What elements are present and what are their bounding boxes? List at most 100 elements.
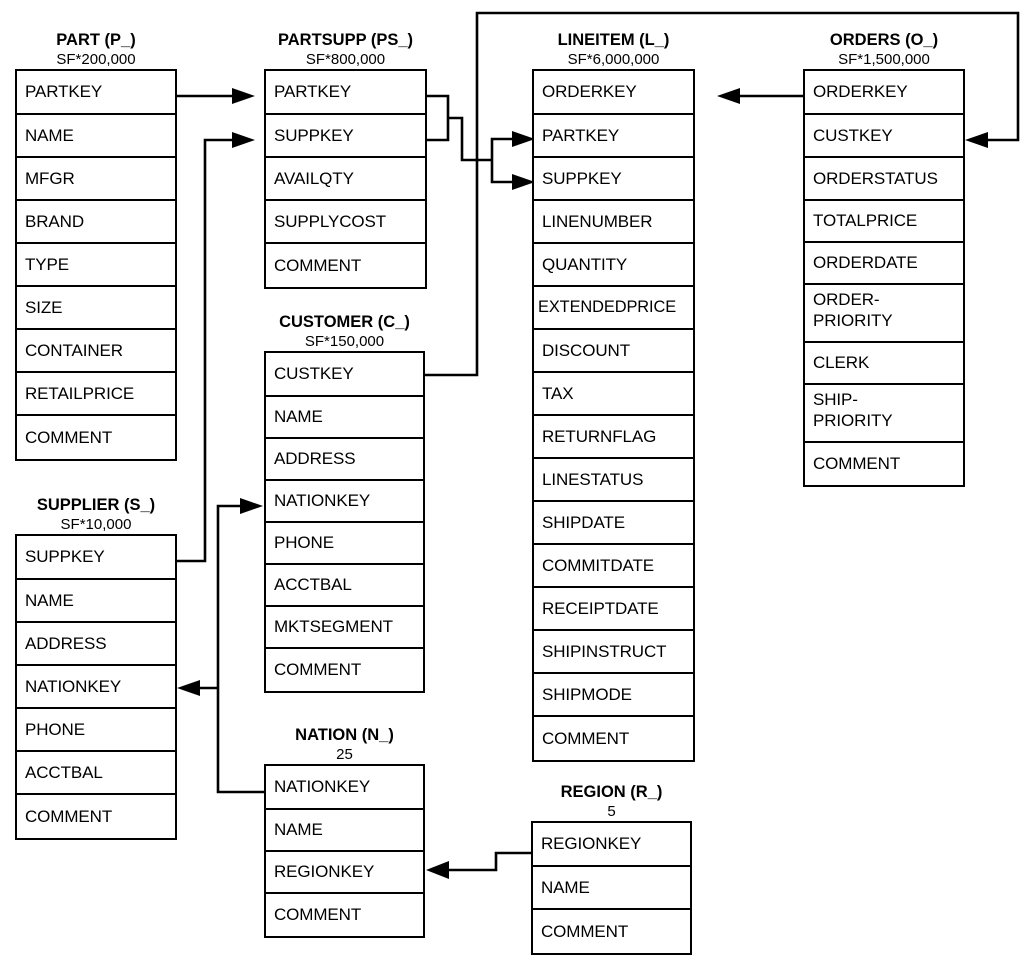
attr-orders-orderpriority: ORDER- PRIORITY bbox=[805, 285, 963, 343]
entity-nation: NATION (N_) 25 NATIONKEY NAME REGIONKEY … bbox=[264, 725, 425, 938]
attr-customer-custkey: CUSTKEY bbox=[266, 353, 423, 397]
attr-nation-nationkey: NATIONKEY bbox=[266, 766, 423, 810]
entity-region-title: REGION (R_) bbox=[560, 783, 663, 801]
link-nation-customer bbox=[216, 504, 264, 794]
entity-nation-title: NATION (N_) bbox=[295, 726, 394, 744]
attr-lineitem-tax: TAX bbox=[534, 373, 693, 416]
entity-orders-title: ORDERS (O_) bbox=[829, 31, 939, 49]
attr-partsupp-comment: COMMENT bbox=[274, 255, 362, 275]
attr-partsupp-supplycost: SUPPLYCOST bbox=[266, 201, 425, 244]
entity-orders: ORDERS (O_) SF*1,500,000 ORDERKEY CUSTKE… bbox=[803, 30, 965, 487]
entity-part-title: PART (P_) bbox=[56, 31, 136, 49]
attr-supplier-acctbal: ACCTBAL bbox=[17, 752, 175, 795]
attr-partsupp-partkey: PARTKEY bbox=[266, 71, 425, 115]
entity-customer-cardinality: SF*150,000 bbox=[304, 333, 385, 350]
entity-lineitem: LINEITEM (L_) SF*6,000,000 ORDERKEY PART… bbox=[532, 30, 695, 762]
attr-part-name: NAME bbox=[17, 115, 175, 158]
attr-customer-name: NAME bbox=[266, 397, 423, 439]
entity-customer-title: CUSTOMER (C_) bbox=[279, 313, 410, 331]
arrowhead-orders-custkey bbox=[965, 132, 988, 148]
attr-region-regionkey: REGIONKEY bbox=[533, 823, 690, 867]
attr-part-container: CONTAINER bbox=[17, 330, 175, 373]
attr-nation-comment: COMMENT bbox=[274, 905, 362, 924]
attr-orders-custkey: CUSTKEY bbox=[805, 115, 963, 158]
attr-orders-shippriority: SHIP- PRIORITY bbox=[805, 385, 963, 443]
attr-lineitem-linenumber: LINENUMBER bbox=[534, 201, 693, 244]
entity-partsupp-title: PARTSUPP (PS_) bbox=[277, 31, 414, 49]
attr-customer-phone: PHONE bbox=[266, 523, 423, 565]
entity-nation-cardinality: 25 bbox=[336, 746, 353, 763]
link-partsupp-lineitem-trunk bbox=[448, 116, 492, 162]
arrowhead-lineitem-orderkey bbox=[717, 88, 740, 104]
attr-lineitem-returnflag: RETURNFLAG bbox=[534, 416, 693, 459]
entity-region-cardinality: 5 bbox=[607, 803, 616, 820]
entity-supplier-box: SUPPKEY NAME ADDRESS NATIONKEY PHONE ACC… bbox=[15, 534, 177, 840]
attr-part-retailprice: RETAILPRICE bbox=[17, 373, 175, 416]
attr-orders-orderkey: ORDERKEY bbox=[805, 71, 963, 115]
entity-supplier-cardinality: SF*10,000 bbox=[60, 516, 132, 533]
attr-part-size: SIZE bbox=[17, 287, 175, 330]
attr-customer-nationkey: NATIONKEY bbox=[266, 481, 423, 523]
entity-lineitem-cardinality: SF*6,000,000 bbox=[567, 51, 660, 68]
attr-customer-acctbal: ACCTBAL bbox=[266, 565, 423, 607]
attr-lineitem-suppkey: SUPPKEY bbox=[534, 158, 693, 201]
attr-orders-orderdate: ORDERDATE bbox=[805, 243, 963, 285]
entity-partsupp-cardinality: SF*800,000 bbox=[305, 51, 386, 68]
entity-partsupp: PARTSUPP (PS_) SF*800,000 PARTKEY SUPPKE… bbox=[264, 30, 427, 289]
attr-supplier-address: ADDRESS bbox=[17, 623, 175, 666]
entity-orders-box: ORDERKEY CUSTKEY ORDERSTATUS TOTALPRICE … bbox=[803, 69, 965, 487]
attr-lineitem-orderkey: ORDERKEY bbox=[534, 71, 693, 115]
arrowhead-customer-nationkey bbox=[240, 498, 263, 514]
attr-lineitem-shipdate: SHIPDATE bbox=[534, 502, 693, 545]
attr-nation-name: NAME bbox=[266, 810, 423, 852]
attr-supplier-comment: COMMENT bbox=[25, 806, 113, 826]
link-lineitem-partkey-branch bbox=[490, 137, 512, 160]
attr-customer-mktsegment: MKTSEGMENT bbox=[266, 607, 423, 649]
attr-partsupp-suppkey: SUPPKEY bbox=[266, 115, 425, 158]
arrowhead-supplier-nationkey bbox=[177, 680, 200, 696]
attr-lineitem-shipmode: SHIPMODE bbox=[534, 674, 693, 717]
link-partsupp-bus bbox=[427, 94, 450, 142]
attr-lineitem-comment: COMMENT bbox=[542, 728, 630, 748]
attr-orders-orderstatus: ORDERSTATUS bbox=[805, 158, 963, 201]
attr-part-brand: BRAND bbox=[17, 201, 175, 244]
attr-part-comment: COMMENT bbox=[25, 427, 113, 447]
arrowhead-nation-regionkey bbox=[426, 861, 449, 879]
entity-lineitem-box: ORDERKEY PARTKEY SUPPKEY LINENUMBER QUAN… bbox=[532, 69, 695, 762]
entity-region: REGION (R_) 5 REGIONKEY NAME COMMENT bbox=[531, 782, 692, 955]
attr-supplier-phone: PHONE bbox=[17, 709, 175, 752]
attr-part-mfgr: MFGR bbox=[17, 158, 175, 201]
link-supplier-partsupp bbox=[177, 138, 232, 563]
link-region-nation bbox=[449, 851, 531, 872]
attr-partsupp-availqty: AVAILQTY bbox=[266, 158, 425, 201]
attr-supplier-nationkey: NATIONKEY bbox=[17, 666, 175, 709]
attr-customer-address: ADDRESS bbox=[266, 439, 423, 481]
entity-orders-cardinality: SF*1,500,000 bbox=[838, 51, 930, 68]
entity-supplier: SUPPLIER (S_) SF*10,000 SUPPKEY NAME ADD… bbox=[15, 495, 177, 840]
attr-lineitem-quantity: QUANTITY bbox=[534, 244, 693, 287]
entity-customer-box: CUSTKEY NAME ADDRESS NATIONKEY PHONE ACC… bbox=[264, 351, 425, 693]
attr-lineitem-partkey: PARTKEY bbox=[534, 115, 693, 158]
entity-nation-box: NATIONKEY NAME REGIONKEY COMMENT bbox=[264, 764, 425, 938]
attr-lineitem-discount: DISCOUNT bbox=[534, 330, 693, 373]
arrowhead-partsupp-partkey bbox=[232, 88, 255, 104]
attr-part-partkey: PARTKEY bbox=[17, 71, 175, 115]
attr-lineitem-commitdate: COMMITDATE bbox=[534, 545, 693, 588]
attr-region-name: NAME bbox=[533, 867, 690, 910]
attr-orders-clerk: CLERK bbox=[805, 343, 963, 385]
entity-part-box: PARTKEY NAME MFGR BRAND TYPE SIZE CONTAI… bbox=[15, 69, 177, 461]
entity-part-cardinality: SF*200,000 bbox=[56, 51, 136, 68]
attr-lineitem-extendedprice: EXTENDEDPRICE bbox=[534, 287, 693, 330]
attr-supplier-suppkey: SUPPKEY bbox=[17, 536, 175, 580]
attr-supplier-name: NAME bbox=[17, 580, 175, 623]
entity-supplier-title: SUPPLIER (S_) bbox=[36, 496, 156, 514]
attr-lineitem-shipinstruct: SHIPINSTRUCT bbox=[534, 631, 693, 674]
entity-lineitem-title: LINEITEM (L_) bbox=[557, 31, 670, 49]
attr-nation-regionkey: REGIONKEY bbox=[266, 852, 423, 894]
attr-lineitem-linestatus: LINESTATUS bbox=[534, 459, 693, 502]
entity-region-box: REGIONKEY NAME COMMENT bbox=[531, 821, 692, 955]
attr-lineitem-receiptdate: RECEIPTDATE bbox=[534, 588, 693, 631]
arrowhead-partsupp-suppkey bbox=[232, 132, 255, 148]
attr-region-comment: COMMENT bbox=[541, 921, 629, 941]
